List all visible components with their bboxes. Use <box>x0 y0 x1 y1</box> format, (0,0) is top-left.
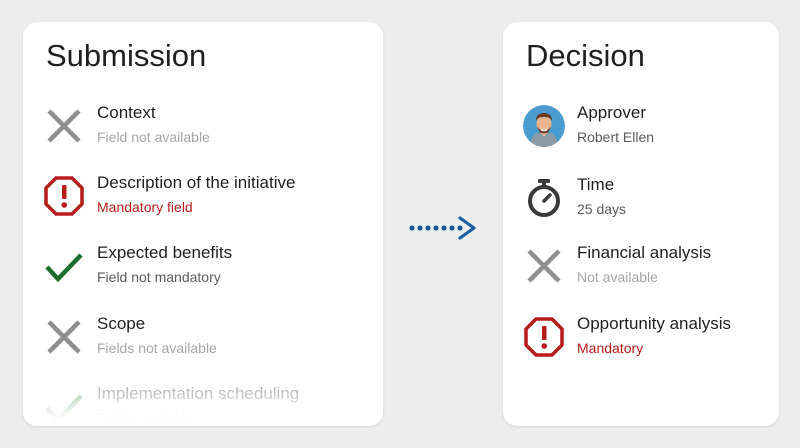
item-subtitle: Robert Ellen <box>577 129 655 145</box>
item-title: Context <box>97 103 156 122</box>
avatar[interactable] <box>523 105 565 147</box>
item-title: Scope <box>97 314 146 333</box>
item-subtitle: Fields available <box>97 410 194 426</box>
item-subtitle: Fields not available <box>97 340 217 356</box>
list-item-approver[interactable]: Approver Robert Ellen <box>523 103 769 161</box>
item-title: Time <box>577 175 615 194</box>
x-icon <box>523 245 565 287</box>
item-subtitle: Field not mandatory <box>97 269 221 285</box>
decision-card: Decision Approver Robert Ellen <box>503 22 779 426</box>
item-subtitle: Field not available <box>97 129 210 145</box>
item-title: Opportunity analysis <box>577 314 732 333</box>
item-title: Approver <box>577 103 646 122</box>
stopwatch-icon <box>523 177 565 219</box>
x-icon <box>43 316 85 358</box>
alert-octagon-icon <box>43 175 85 217</box>
submission-title: Submission <box>46 38 207 73</box>
item-title: Description of the initiative <box>97 173 296 192</box>
list-item-scope[interactable]: Scope Fields not available <box>43 314 373 372</box>
item-subtitle: Not available <box>577 269 658 285</box>
flow-arrow-icon <box>406 212 482 244</box>
check-icon <box>43 386 85 426</box>
list-item-expected-benefits[interactable]: Expected benefits Field not mandatory <box>43 243 373 301</box>
x-icon <box>43 105 85 147</box>
item-subtitle: Mandatory field <box>97 199 193 215</box>
item-title: Financial analysis <box>577 243 712 262</box>
item-subtitle: Mandatory <box>577 340 644 356</box>
list-item-description[interactable]: Description of the initiative Mandatory … <box>43 173 373 231</box>
list-item-financial-analysis[interactable]: Financial analysis Not available <box>523 243 769 301</box>
item-title: Implementation scheduling <box>97 384 300 403</box>
list-item-opportunity-analysis[interactable]: Opportunity analysis Mandatory <box>523 314 769 372</box>
decision-title: Decision <box>526 38 645 73</box>
alert-octagon-icon <box>523 316 565 358</box>
submission-card: Submission Context Field not available D… <box>23 22 383 426</box>
list-item-implementation-scheduling[interactable]: Implementation scheduling Fields availab… <box>43 384 373 426</box>
item-title: Expected benefits <box>97 243 233 262</box>
check-icon <box>43 245 85 287</box>
list-item-context[interactable]: Context Field not available <box>43 103 373 161</box>
item-subtitle: 25 days <box>577 201 627 217</box>
list-item-time[interactable]: Time 25 days <box>523 175 769 233</box>
